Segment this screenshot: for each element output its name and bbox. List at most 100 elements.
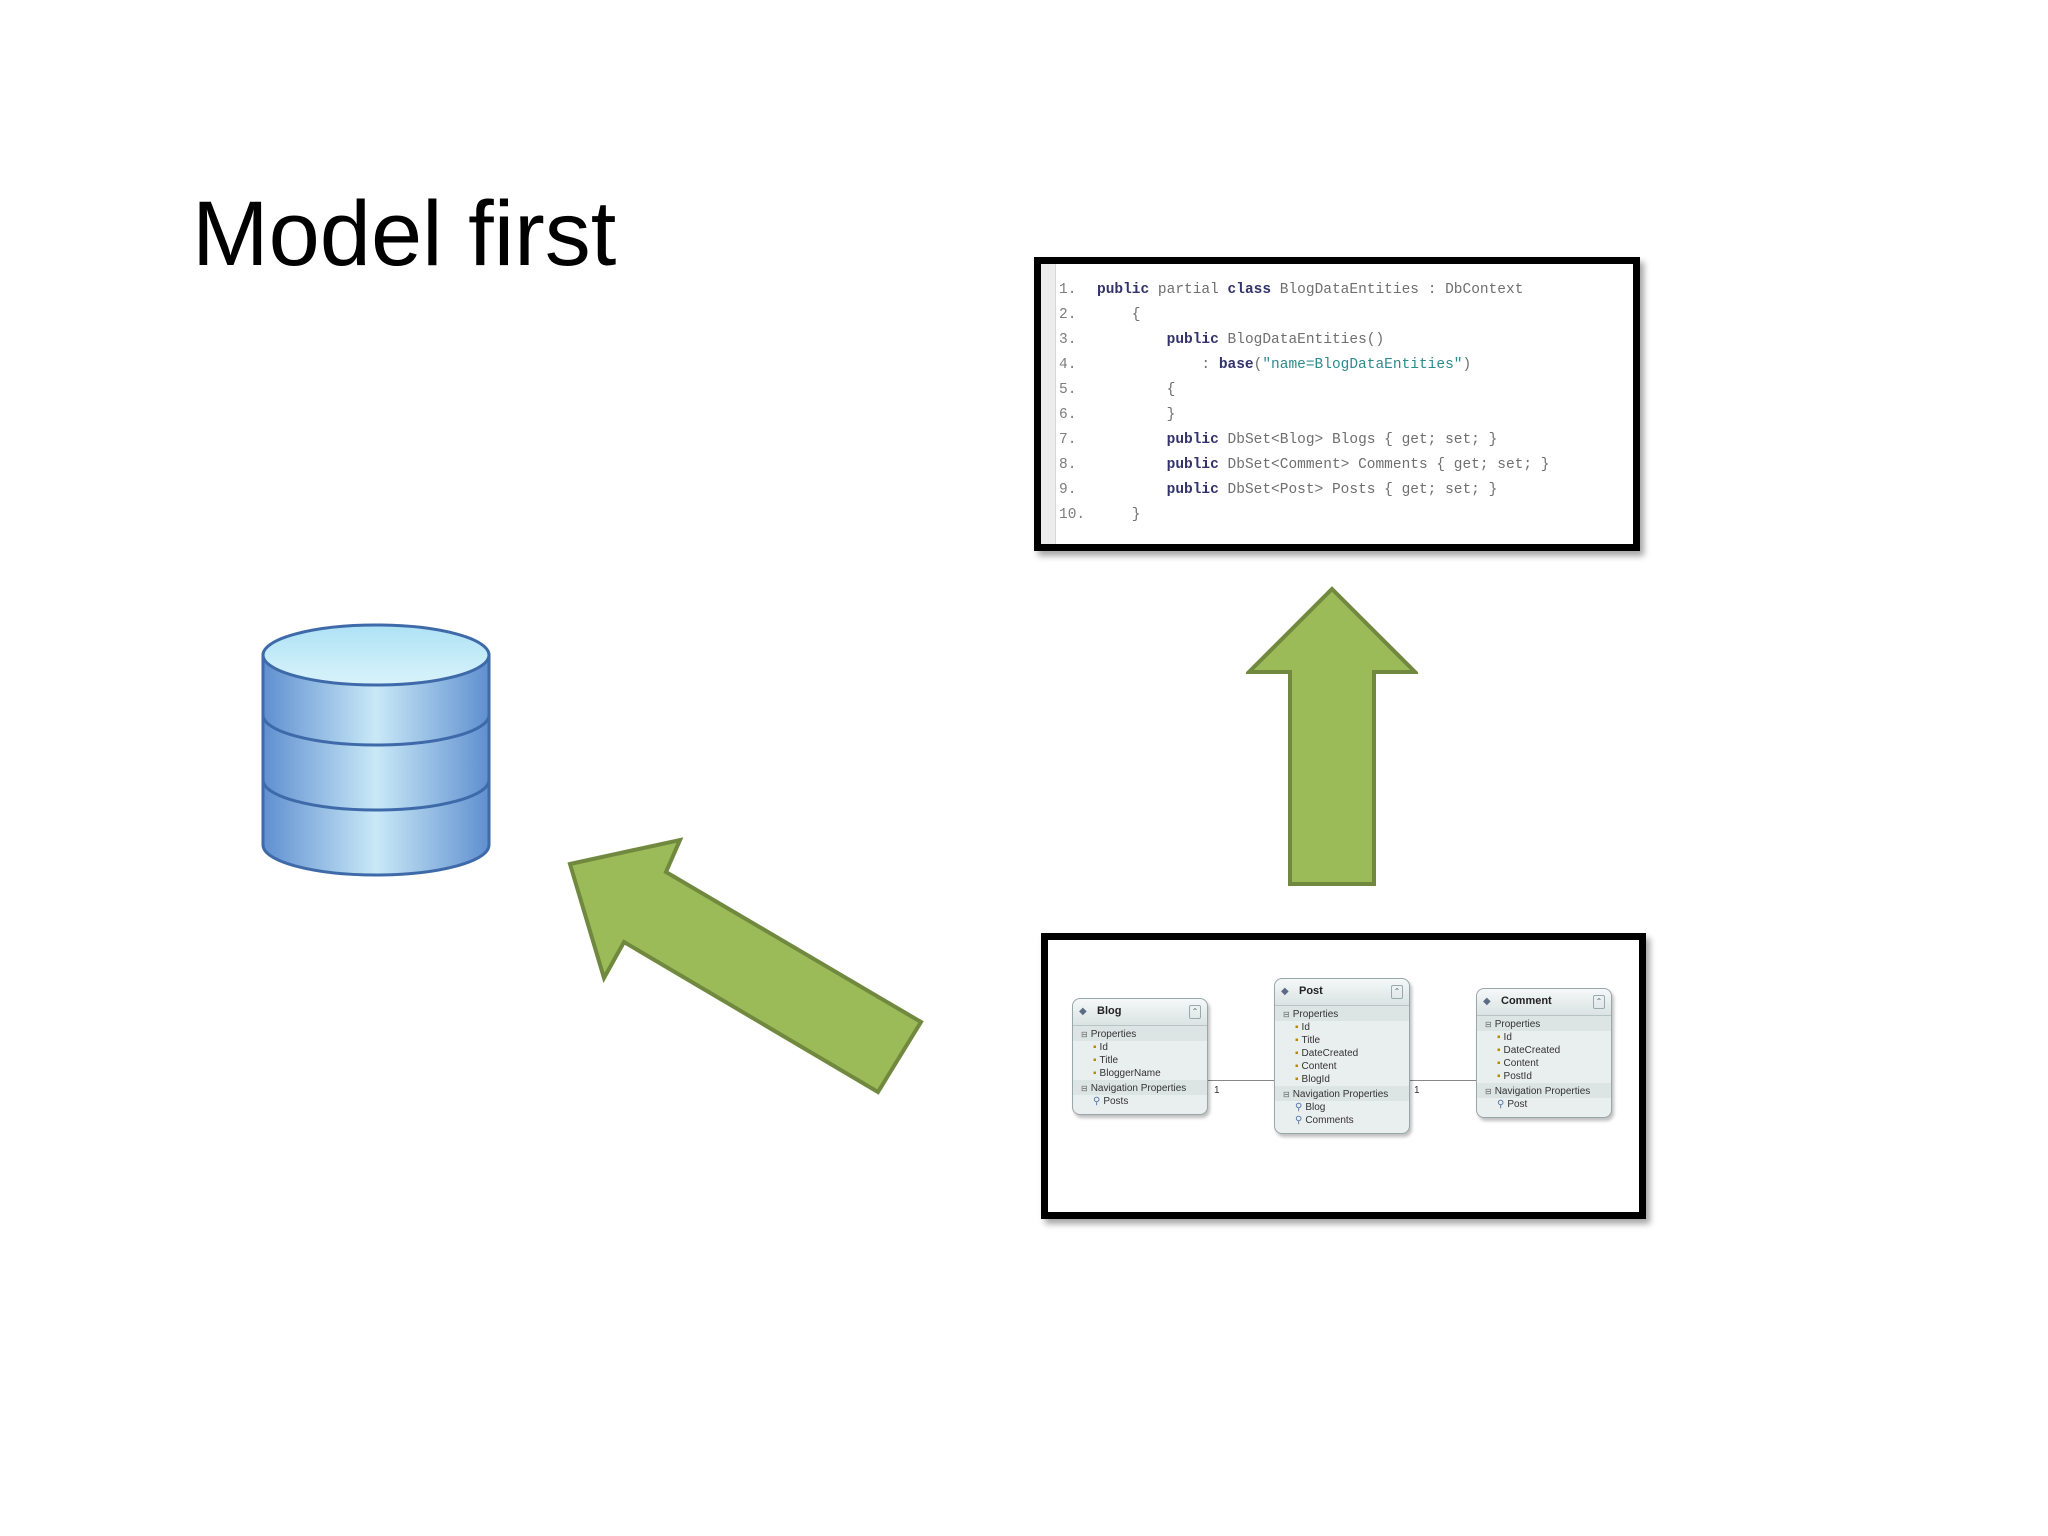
entity-member[interactable]: ▪BloggerName: [1073, 1067, 1207, 1080]
association-line: [1208, 1080, 1305, 1081]
property-icon: ▪: [1093, 1068, 1097, 1079]
entity-member[interactable]: ▪DateCreated: [1275, 1047, 1409, 1060]
entity-section-header[interactable]: ⊟Navigation Properties: [1477, 1083, 1611, 1098]
member-name: BlogId: [1301, 1074, 1330, 1085]
section-label: Navigation Properties: [1292, 1089, 1389, 1100]
member-name: Title: [1099, 1055, 1119, 1066]
entity-member[interactable]: ▪Title: [1073, 1054, 1207, 1067]
entity-post[interactable]: ◆Post⌃⊟Properties▪Id▪Title▪DateCreated▪C…: [1274, 978, 1410, 1134]
collapse-toggle-icon[interactable]: ⊟: [1081, 1030, 1088, 1039]
property-icon: ▪: [1497, 1032, 1501, 1043]
property-icon: ▪: [1497, 1071, 1501, 1082]
association-line: [1408, 1080, 1509, 1081]
code-line: 8. public DbSet<Comment> Comments { get;…: [1059, 453, 1625, 478]
entity-member[interactable]: ⚲Post: [1477, 1098, 1611, 1111]
member-name: Blog: [1305, 1102, 1326, 1113]
entity-member[interactable]: ▪BlogId: [1275, 1073, 1409, 1086]
entity-header: ◆Blog⌃: [1073, 999, 1207, 1026]
collapse-toggle-icon[interactable]: ⊟: [1283, 1010, 1290, 1019]
member-name: DateCreated: [1503, 1045, 1561, 1056]
code-keyword: public: [1166, 432, 1219, 448]
entity-icon: ◆: [1483, 996, 1491, 1007]
entity-member[interactable]: ▪Title: [1275, 1034, 1409, 1047]
entity-member[interactable]: ▪Content: [1477, 1057, 1611, 1070]
entity-member[interactable]: ⚲Posts: [1073, 1095, 1207, 1108]
section-label: Properties: [1292, 1009, 1339, 1020]
collapse-toggle-icon[interactable]: ⊟: [1485, 1087, 1492, 1096]
database-icon: [261, 623, 491, 877]
entity-section-header[interactable]: ⊟Navigation Properties: [1073, 1080, 1207, 1095]
section-label: Navigation Properties: [1494, 1086, 1591, 1097]
code-line: 10. }: [1059, 503, 1625, 528]
entity-section-header[interactable]: ⊟Navigation Properties: [1275, 1086, 1409, 1101]
association-multiplicity: 1: [1214, 1085, 1220, 1096]
line-number: 5.: [1059, 382, 1077, 398]
code-text: partial: [1149, 282, 1228, 298]
code-text: [1097, 332, 1167, 348]
entity-icon: ◆: [1281, 986, 1289, 997]
navigation-property-icon: ⚲: [1295, 1115, 1303, 1126]
property-icon: ▪: [1295, 1061, 1299, 1072]
collapse-toggle-icon[interactable]: ⊟: [1485, 1020, 1492, 1029]
property-icon: ▪: [1295, 1074, 1299, 1085]
entity-member[interactable]: ⚲Comments: [1275, 1114, 1409, 1127]
member-name: Id: [1099, 1042, 1108, 1053]
entity-blog[interactable]: ◆Blog⌃⊟Properties▪Id▪Title▪BloggerName⊟N…: [1072, 998, 1208, 1115]
entity-member[interactable]: ▪Id: [1073, 1041, 1207, 1054]
entity-icon: ◆: [1079, 1006, 1087, 1017]
section-label: Properties: [1090, 1029, 1137, 1040]
code-keyword: public: [1166, 457, 1219, 473]
member-name: Content: [1301, 1061, 1337, 1072]
collapse-icon[interactable]: ⌃: [1593, 995, 1605, 1009]
code-text: (: [1253, 357, 1263, 373]
code-text: {: [1097, 307, 1141, 323]
member-name: Post: [1507, 1099, 1528, 1110]
collapse-toggle-icon[interactable]: ⊟: [1283, 1090, 1290, 1099]
member-name: PostId: [1503, 1071, 1532, 1082]
code-keyword: class: [1227, 282, 1272, 298]
code-keyword: public: [1097, 282, 1150, 298]
entity-section-header[interactable]: ⊟Properties: [1477, 1016, 1611, 1031]
code-text: BlogDataEntities(): [1218, 332, 1385, 348]
entity-member[interactable]: ▪Id: [1275, 1021, 1409, 1034]
member-name: DateCreated: [1301, 1048, 1359, 1059]
entity-section-header[interactable]: ⊟Properties: [1073, 1026, 1207, 1041]
entity-member[interactable]: ⚲Blog: [1275, 1101, 1409, 1114]
member-name: Comments: [1305, 1115, 1354, 1126]
line-number: 1.: [1059, 282, 1077, 298]
member-name: Posts: [1103, 1096, 1129, 1107]
line-number: 7.: [1059, 432, 1077, 448]
code-text: DbSet<Post> Posts { get; set; }: [1218, 482, 1498, 498]
code-keyword: public: [1166, 482, 1219, 498]
line-number: 2.: [1059, 307, 1077, 323]
code-gutter: [1041, 264, 1056, 544]
line-number: 8.: [1059, 457, 1077, 473]
entity-member[interactable]: ▪Content: [1275, 1060, 1409, 1073]
property-icon: ▪: [1093, 1042, 1097, 1053]
code-text: }: [1097, 507, 1141, 523]
entity-member[interactable]: ▪PostId: [1477, 1070, 1611, 1083]
code-text: DbSet<Comment> Comments { get; set; }: [1218, 457, 1550, 473]
code-line: 4. : base("name=BlogDataEntities"): [1059, 353, 1625, 378]
code-lines: 1. public partial class BlogDataEntities …: [1059, 278, 1625, 528]
entity-member[interactable]: ▪DateCreated: [1477, 1044, 1611, 1057]
collapse-icon[interactable]: ⌃: [1391, 985, 1403, 999]
entity-comment[interactable]: ◆Comment⌃⊟Properties▪Id▪DateCreated▪Cont…: [1476, 988, 1612, 1118]
property-icon: ▪: [1093, 1055, 1097, 1066]
member-name: Id: [1301, 1022, 1310, 1033]
code-text: BlogDataEntities : DbContext: [1271, 282, 1524, 298]
line-number: 3.: [1059, 332, 1077, 348]
collapse-toggle-icon[interactable]: ⊟: [1081, 1084, 1088, 1093]
collapse-icon[interactable]: ⌃: [1189, 1005, 1201, 1019]
line-number: 9.: [1059, 482, 1077, 498]
property-icon: ▪: [1497, 1058, 1501, 1069]
code-line: 6. }: [1059, 403, 1625, 428]
section-label: Navigation Properties: [1090, 1083, 1187, 1094]
code-line: 3. public BlogDataEntities(): [1059, 328, 1625, 353]
up-arrow: [1246, 586, 1418, 886]
member-name: Title: [1301, 1035, 1321, 1046]
code-text: [1097, 482, 1167, 498]
member-name: Content: [1503, 1058, 1539, 1069]
entity-member[interactable]: ▪Id: [1477, 1031, 1611, 1044]
entity-section-header[interactable]: ⊟Properties: [1275, 1006, 1409, 1021]
